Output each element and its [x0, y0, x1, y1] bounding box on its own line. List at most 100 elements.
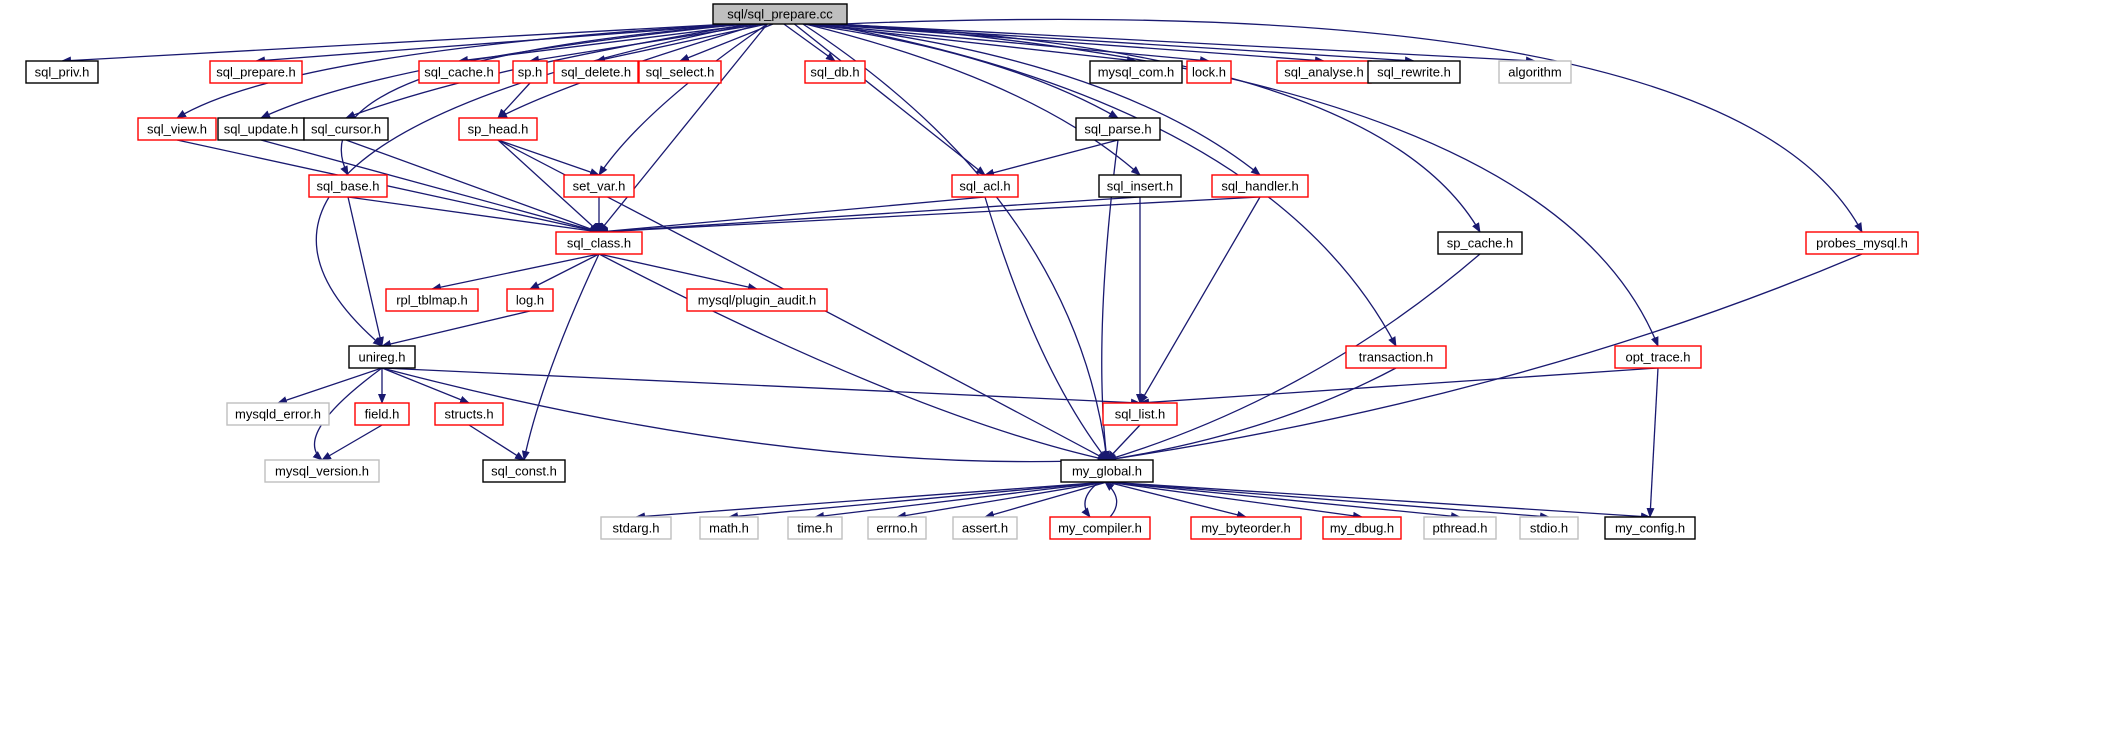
- edge-root-to-sql_insert: [805, 23, 1141, 176]
- node-sql-handler[interactable]: sql_handler.h: [1211, 174, 1309, 198]
- node-opt-trace[interactable]: opt_trace.h: [1614, 345, 1702, 369]
- edge-sql_parse-to-sql_acl: [984, 139, 1119, 177]
- node-label: sql_base.h: [317, 179, 380, 194]
- edge-sql_acl-to-my_global: [984, 196, 1108, 461]
- node-my-global[interactable]: my_global.h: [1060, 459, 1154, 483]
- node-my-compiler[interactable]: my_compiler.h: [1049, 516, 1151, 540]
- node-my-config[interactable]: my_config.h: [1604, 516, 1696, 540]
- node-my-byteorder[interactable]: my_byteorder.h: [1190, 516, 1302, 540]
- edge-sql_view-to-sql_class: [176, 139, 600, 234]
- node-box: [1049, 516, 1151, 540]
- node-sql-priv[interactable]: sql_priv.h: [25, 60, 99, 84]
- edge-root-to-lock: [809, 23, 1210, 65]
- node-label: sql/sql_prepare.cc: [727, 7, 833, 22]
- edge-my_global-to-time: [814, 481, 1108, 520]
- node-log[interactable]: log.h: [506, 288, 554, 312]
- node-sql-list[interactable]: sql_list.h: [1102, 402, 1178, 426]
- node-set-var[interactable]: set_var.h: [563, 174, 635, 198]
- node-field[interactable]: field.h: [354, 402, 410, 426]
- node-sp[interactable]: sp.h: [512, 60, 548, 84]
- node-label: my_global.h: [1072, 464, 1142, 479]
- node-box: [209, 60, 303, 84]
- node-lock[interactable]: lock.h: [1186, 60, 1232, 84]
- node-sql-acl[interactable]: sql_acl.h: [951, 174, 1019, 198]
- node-box: [1437, 231, 1523, 255]
- node-label: time.h: [797, 521, 832, 536]
- edge-root-to-sp_cache: [828, 23, 1481, 233]
- node-sql-view[interactable]: sql_view.h: [137, 117, 217, 141]
- node-sql-insert[interactable]: sql_insert.h: [1098, 174, 1182, 198]
- node-label: sql_insert.h: [1107, 179, 1173, 194]
- node-assert[interactable]: assert.h: [952, 516, 1018, 540]
- node-label: pthread.h: [1433, 521, 1488, 536]
- node-label: probes_mysql.h: [1816, 236, 1908, 251]
- node-box: [25, 60, 99, 84]
- node-label: sql_delete.h: [561, 65, 631, 80]
- node-label: mysql_version.h: [275, 464, 369, 479]
- node-sql-rewrite[interactable]: sql_rewrite.h: [1367, 60, 1461, 84]
- node-structs[interactable]: structs.h: [434, 402, 504, 426]
- node-rpl-tblmap[interactable]: rpl_tblmap.h: [385, 288, 479, 312]
- edge-sql_class-to-my_global: [598, 253, 1108, 462]
- edge-my_global-to-assert: [984, 481, 1108, 519]
- node-box: [563, 174, 635, 198]
- node-box: [1805, 231, 1919, 255]
- edge-root-to-sql_select: [679, 23, 774, 62]
- node-stdio[interactable]: stdio.h: [1519, 516, 1579, 540]
- node-sql-select[interactable]: sql_select.h: [638, 60, 722, 84]
- node-label: sql_parse.h: [1084, 122, 1151, 137]
- edge-root-to-set_var: [598, 23, 768, 176]
- node-unireg[interactable]: unireg.h: [348, 345, 416, 369]
- node-box: [1098, 174, 1182, 198]
- node-label: math.h: [709, 521, 749, 536]
- edge-sp-to-sp_head: [497, 82, 531, 119]
- node-box: [699, 516, 759, 540]
- node-probes-mysql[interactable]: probes_mysql.h: [1805, 231, 1919, 255]
- node-errno[interactable]: errno.h: [867, 516, 927, 540]
- node-label: lock.h: [1192, 65, 1226, 80]
- edge-root-to-sql_view: [176, 23, 738, 119]
- node-mysql-version[interactable]: mysql_version.h: [264, 459, 380, 483]
- node-mysqld-error[interactable]: mysqld_error.h: [226, 402, 330, 426]
- node-sql-db[interactable]: sql_db.h: [804, 60, 866, 84]
- node-label: mysql/plugin_audit.h: [698, 293, 817, 308]
- node-root[interactable]: sql/sql_prepare.cc: [712, 3, 848, 25]
- node-sql-update[interactable]: sql_update.h: [217, 117, 305, 141]
- node-mysql-com[interactable]: mysql_com.h: [1089, 60, 1183, 84]
- node-transaction[interactable]: transaction.h: [1345, 345, 1447, 369]
- node-label: my_dbug.h: [1330, 521, 1394, 536]
- node-algorithm[interactable]: algorithm: [1498, 60, 1572, 84]
- node-stdarg[interactable]: stdarg.h: [600, 516, 672, 540]
- node-sql-delete[interactable]: sql_delete.h: [553, 60, 639, 84]
- node-box: [385, 288, 479, 312]
- node-my-dbug[interactable]: my_dbug.h: [1322, 516, 1402, 540]
- edge-sql_base-to-sql_class: [347, 196, 600, 235]
- edge-my_global-to-my_compiler: [1081, 481, 1100, 518]
- node-time[interactable]: time.h: [787, 516, 843, 540]
- edge-unireg-to-structs: [381, 367, 470, 404]
- node-sql-prepare[interactable]: sql_prepare.h: [209, 60, 303, 84]
- node-sql-analyse[interactable]: sql_analyse.h: [1276, 60, 1372, 84]
- node-sp-head[interactable]: sp_head.h: [458, 117, 538, 141]
- node-label: sql_cache.h: [424, 65, 493, 80]
- edge-root-to-sql_db: [783, 23, 836, 62]
- edge-log-to-unireg: [381, 310, 531, 348]
- node-box: [354, 402, 410, 426]
- node-label: my_config.h: [1615, 521, 1685, 536]
- node-sql-const[interactable]: sql_const.h: [482, 459, 566, 483]
- node-plugin-audit[interactable]: mysql/plugin_audit.h: [686, 288, 828, 312]
- node-box: [638, 60, 722, 84]
- node-box: [1614, 345, 1702, 369]
- node-label: stdio.h: [1530, 521, 1568, 536]
- node-sql-base[interactable]: sql_base.h: [308, 174, 388, 198]
- node-sql-cache[interactable]: sql_cache.h: [418, 60, 500, 84]
- edge-sql_base-to-unireg: [347, 196, 384, 347]
- edge-my_global-to-my_config: [1106, 481, 1651, 521]
- node-sql-cursor[interactable]: sql_cursor.h: [303, 117, 389, 141]
- node-pthread[interactable]: pthread.h: [1423, 516, 1497, 540]
- node-math[interactable]: math.h: [699, 516, 759, 540]
- node-box: [867, 516, 927, 540]
- node-sql-class[interactable]: sql_class.h: [555, 231, 643, 255]
- node-sql-parse[interactable]: sql_parse.h: [1075, 117, 1161, 141]
- node-sp-cache[interactable]: sp_cache.h: [1437, 231, 1523, 255]
